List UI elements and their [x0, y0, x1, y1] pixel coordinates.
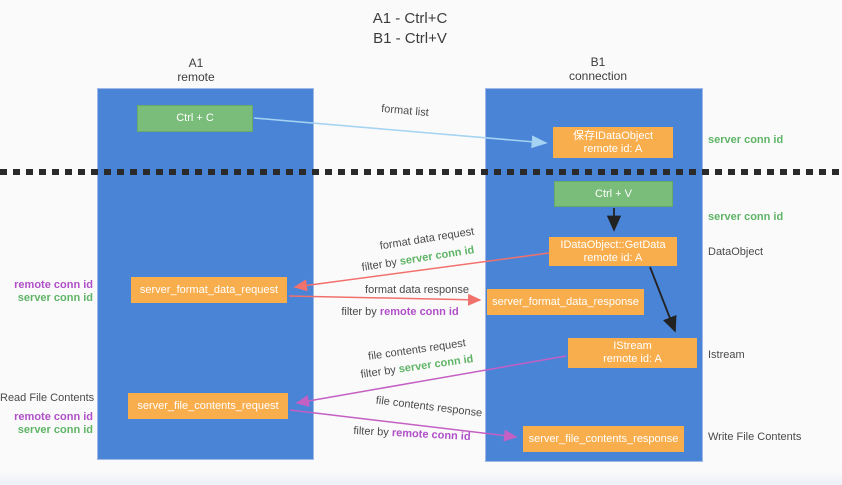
node-idataobject-getdata: IDataObject::GetData remote id: A	[549, 237, 677, 266]
column-a1-id: A1	[188, 56, 204, 70]
node-server-file-contents-request: server_file_contents_request	[128, 393, 288, 419]
node-save-idataobject-line2: remote id: A	[583, 142, 643, 155]
column-b1-id: B1	[590, 55, 606, 69]
right-label-write-file-contents: Write File Contents	[708, 431, 802, 443]
filter-by-text: filter by	[360, 255, 401, 274]
right-label-server-conn-id-top: server conn id	[708, 134, 784, 146]
node-server-file-contents-response: server_file_contents_response	[523, 426, 684, 452]
edge-label-filter-file-response: filter by remote conn id	[353, 425, 471, 443]
column-a1-role: remote	[177, 70, 215, 84]
remote-conn-id-text: remote conn id	[379, 306, 459, 318]
node-server-format-data-request: server_format_data_request	[131, 277, 287, 303]
edge-label-filter-format-response: filter by remote conn id	[341, 306, 459, 318]
node-istream: IStream remote id: A	[568, 338, 697, 368]
right-label-server-conn-id-mid: server conn id	[708, 211, 784, 223]
title-line-1: A1 - Ctrl+C	[372, 10, 448, 27]
bottom-fade-decoration	[0, 471, 842, 485]
edge-label-format-data-response: format data response	[365, 284, 469, 296]
edge-label-format-list: format list	[380, 102, 430, 120]
filter-by-text: filter by	[353, 424, 393, 439]
column-header-a1: A1 remote	[136, 56, 256, 84]
title-line-2: B1 - Ctrl+V	[373, 30, 447, 47]
node-ctrl-v: Ctrl + V	[554, 181, 673, 207]
column-b1-role: connection	[568, 69, 628, 83]
node-ctrl-c-label: Ctrl + C	[176, 112, 214, 124]
node-server-format-data-response: server_format_data_response	[487, 289, 644, 315]
node-server-format-data-request-label: server_format_data_request	[139, 283, 279, 296]
node-save-idataobject: 保存IDataObject remote id: A	[553, 127, 673, 158]
filter-by-text: filter by	[341, 306, 380, 318]
left-label-remote-conn-id: remote conn id	[14, 279, 93, 291]
node-server-file-contents-response-label: server_file_contents_response	[528, 432, 679, 445]
node-istream-line1: IStream	[613, 340, 652, 352]
node-idataobject-getdata-line2: remote id: A	[583, 251, 643, 264]
copy-paste-divider-dashed-line	[0, 169, 842, 175]
node-server-format-data-response-label: server_format_data_response	[492, 295, 639, 308]
left-label-server-conn-id: server conn id	[17, 292, 93, 304]
node-server-file-contents-request-label: server_file_contents_request	[137, 399, 279, 412]
left-label-remote-conn-id-2: remote conn id	[14, 411, 93, 423]
edge-label-file-contents-response: file contents response	[375, 394, 483, 420]
column-header-b1: B1 connection	[538, 55, 658, 83]
node-ctrl-c: Ctrl + C	[137, 105, 253, 132]
left-label-server-conn-id-2: server conn id	[17, 424, 93, 436]
node-save-idataobject-line1: 保存IDataObject	[572, 129, 654, 142]
diagram-title: A1 - Ctrl+C B1 - Ctrl+V	[330, 9, 490, 49]
server-conn-id-text: server conn id	[398, 244, 476, 268]
right-label-dataobject: DataObject	[708, 246, 764, 258]
node-ctrl-v-label: Ctrl + V	[595, 187, 632, 200]
left-label-read-file-contents: Read File Contents	[0, 392, 95, 404]
filter-by-text: filter by	[359, 363, 400, 381]
node-idataobject-getdata-line1: IDataObject::GetData	[560, 238, 666, 251]
remote-conn-id-text: remote conn id	[391, 426, 471, 444]
right-label-istream: Istream	[708, 349, 745, 361]
arrow-format-data-response	[288, 293, 482, 306]
node-istream-line2: remote id: A	[603, 353, 662, 365]
